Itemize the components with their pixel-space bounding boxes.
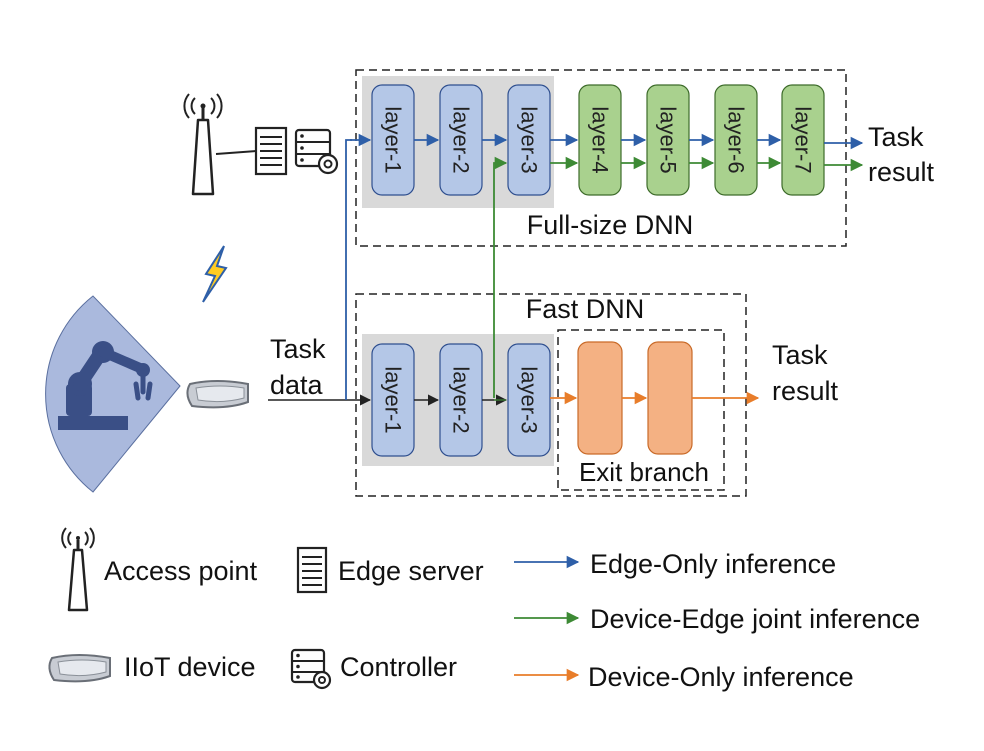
legend: Access point Edge server IIoT device Con… [48, 527, 920, 692]
lightning-icon [202, 245, 228, 303]
full-layer-7-label: layer-7 [791, 106, 816, 173]
full-task-result-line1: Task [868, 122, 924, 152]
fast-dnn-group: Fast DNN layer-1 layer-2 layer-3 Exit br… [268, 293, 839, 497]
full-layer-3: layer-3 [507, 84, 551, 196]
device-edge-uplink [493, 156, 508, 398]
legend-edge-only: Edge-Only inference [590, 549, 836, 579]
robot-arm-icon [45, 295, 181, 493]
exit-block-1 [577, 341, 623, 455]
fast-task-result-line2: result [772, 376, 839, 406]
device-edge-flow [550, 156, 864, 172]
fast-layer-1-label: layer-1 [381, 366, 406, 433]
fast-layer-3: layer-3 [507, 343, 551, 457]
full-layer-6-label: layer-6 [724, 106, 749, 173]
legend-controller: Controller [340, 652, 457, 682]
exit-branch-label: Exit branch [579, 457, 709, 487]
full-layer-1: layer-1 [371, 84, 415, 196]
full-dnn-title: Full-size DNN [527, 210, 694, 240]
fast-layer-3-label: layer-3 [517, 366, 542, 433]
antenna-to-server-link [215, 150, 257, 155]
exit-branch-border [557, 329, 725, 491]
legend-iiot-device-icon [48, 654, 111, 683]
iiot-device-icon [186, 380, 249, 409]
full-layer-2-label: layer-2 [449, 106, 474, 173]
full-layer-4-label: layer-4 [588, 106, 613, 173]
antenna-icon [183, 93, 223, 196]
legend-controller-icon [290, 648, 332, 690]
legend-edge-server-icon [296, 546, 328, 594]
fast-layer-1: layer-1 [371, 343, 415, 457]
legend-edge-server: Edge server [338, 556, 484, 586]
full-size-dnn-group: layer-1 layer-2 layer-3 layer-4 layer-5 … [350, 69, 935, 247]
exit-block-2 [647, 341, 693, 455]
fast-dnn-title: Fast DNN [526, 294, 645, 324]
full-layer-3-label: layer-3 [517, 106, 542, 173]
fast-layer-2: layer-2 [439, 343, 483, 457]
legend-access-point: Access point [104, 556, 258, 586]
full-dnn-border [355, 69, 847, 247]
legend-device-edge: Device-Edge joint inference [590, 604, 920, 634]
full-layer-5-label: layer-5 [656, 106, 681, 173]
fast-dnn-border [355, 293, 747, 497]
edge-server-icon [254, 126, 288, 176]
legend-device-only: Device-Only inference [588, 662, 854, 692]
full-layer-1-label: layer-1 [381, 106, 406, 173]
task-data-line2: data [270, 370, 324, 400]
full-layer-6: layer-6 [714, 84, 758, 196]
full-task-result-line2: result [868, 157, 935, 187]
controller-icon [294, 128, 339, 175]
fast-layer-2-label: layer-2 [449, 366, 474, 433]
edge-only-flow [350, 133, 864, 150]
task-data-line1: Task [270, 334, 326, 364]
legend-iiot-device: IIoT device [124, 652, 256, 682]
full-layer-7: layer-7 [781, 84, 825, 196]
legend-antenna-icon [61, 527, 95, 612]
edge-only-uplink [345, 139, 352, 400]
full-layer-5: layer-5 [646, 84, 690, 196]
full-layer-2: layer-2 [439, 84, 483, 196]
fast-task-result-line1: Task [772, 340, 828, 370]
full-layer-4: layer-4 [578, 84, 622, 196]
